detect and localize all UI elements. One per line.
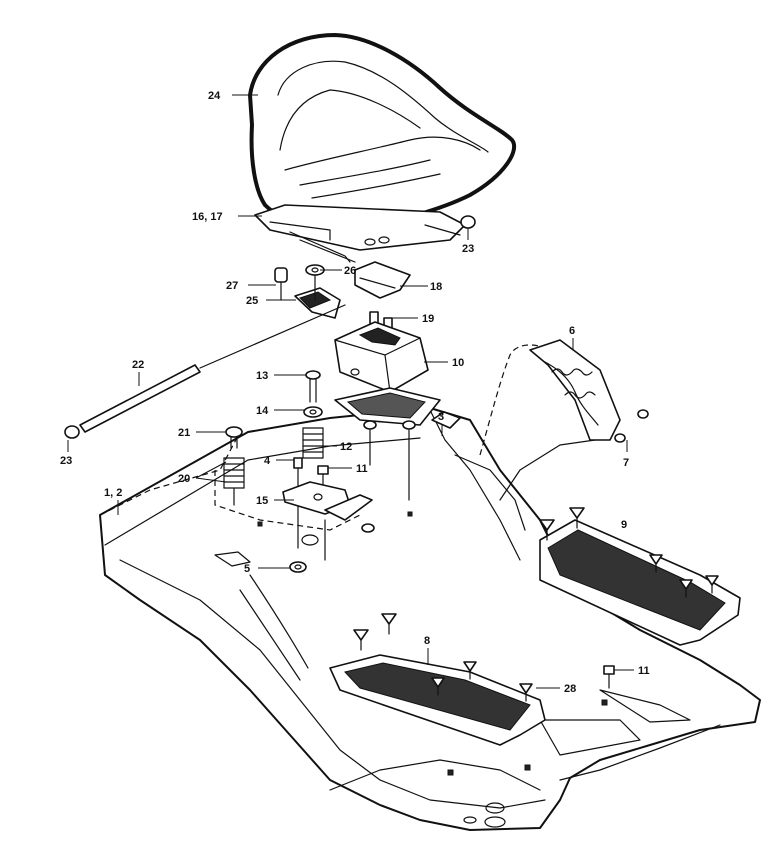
pivot-rod-22 bbox=[64, 215, 476, 439]
knob-27 bbox=[274, 267, 288, 301]
leader-lines bbox=[67, 94, 634, 689]
label-13: 13 bbox=[256, 370, 268, 382]
label-4: 4 bbox=[264, 455, 271, 467]
linkage-rod bbox=[499, 439, 596, 501]
hinge-plate-3 bbox=[334, 387, 461, 429]
seat-24 bbox=[248, 33, 517, 230]
label-9: 9 bbox=[621, 519, 627, 531]
label-8: 8 bbox=[424, 635, 430, 647]
label-11-low: 11 bbox=[638, 665, 650, 677]
fasteners-vertical bbox=[324, 420, 416, 561]
label-16-17: 16, 17 bbox=[192, 211, 223, 223]
adjust-lever-25 bbox=[294, 287, 341, 319]
label-28: 28 bbox=[564, 683, 576, 695]
label-10: 10 bbox=[452, 357, 464, 369]
springs-20 bbox=[223, 457, 245, 506]
bolt-4 bbox=[293, 457, 303, 549]
label-24: 24 bbox=[208, 90, 221, 102]
label-3: 3 bbox=[438, 411, 444, 423]
part-labels: 24 16, 17 23 26 27 18 25 19 22 6 13 10 1… bbox=[60, 90, 650, 695]
label-25: 25 bbox=[246, 295, 258, 307]
label-7: 7 bbox=[623, 457, 629, 469]
footpad-left-8 bbox=[329, 654, 546, 746]
label-23-top: 23 bbox=[462, 243, 474, 255]
label-22: 22 bbox=[132, 359, 144, 371]
label-5: 5 bbox=[244, 563, 250, 575]
clip-11-low bbox=[603, 665, 615, 689]
fender-deck bbox=[99, 407, 761, 831]
bracket-15 bbox=[282, 481, 375, 546]
label-14: 14 bbox=[256, 405, 269, 417]
washer-14 bbox=[303, 406, 323, 418]
label-6: 6 bbox=[569, 325, 575, 337]
label-20: 20 bbox=[178, 473, 190, 485]
push-pins-28 bbox=[353, 507, 719, 702]
label-27: 27 bbox=[226, 280, 238, 292]
seat-switch-cover-10 bbox=[334, 321, 429, 393]
label-19: 19 bbox=[422, 313, 434, 325]
label-12: 12 bbox=[340, 441, 352, 453]
label-26: 26 bbox=[344, 265, 356, 277]
bolt-21 bbox=[225, 426, 243, 449]
label-18: 18 bbox=[430, 281, 442, 293]
pan-outline-dashed bbox=[214, 470, 361, 531]
footpad-right-9 bbox=[539, 519, 741, 646]
bolt-13 bbox=[305, 370, 321, 403]
seat-slide-rail-18 bbox=[354, 261, 411, 299]
label-1-2: 1, 2 bbox=[104, 487, 122, 499]
seat-mounting-plate-16-17 bbox=[254, 204, 466, 263]
spring-12 bbox=[302, 427, 324, 459]
washer-5 bbox=[289, 561, 307, 573]
mounting-outline-dashed bbox=[99, 431, 241, 516]
label-21: 21 bbox=[178, 427, 190, 439]
label-23-left: 23 bbox=[60, 455, 72, 467]
fender-rear-outline-dashed bbox=[479, 344, 546, 456]
label-15: 15 bbox=[256, 495, 268, 507]
rear-fender-support-6 bbox=[529, 339, 649, 443]
label-11-mid: 11 bbox=[356, 463, 368, 475]
